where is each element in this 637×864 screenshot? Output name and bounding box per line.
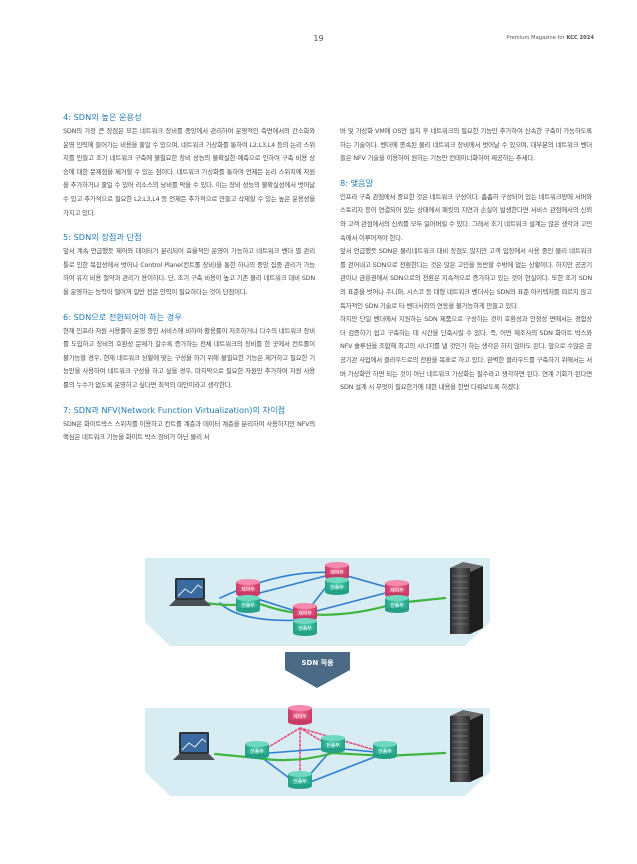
section-7-heading: 7: SDN과 NFV(Network Function Virtualizat…	[63, 404, 286, 415]
transport-label: 전송부	[241, 602, 255, 609]
magazine-prefix: Premium Magazine for	[506, 35, 567, 41]
transport-label: 전송부	[293, 778, 307, 785]
page-number: 19	[313, 34, 324, 43]
server-rack-icon	[450, 710, 483, 782]
transport-label: 전송부	[378, 748, 392, 755]
control-label: 제어부	[241, 586, 255, 593]
section-8-paragraph-1: 인프라 구축 관점에서 중요한 것은 네트워크 구성이다. 촘촘히 구성되어 있…	[340, 192, 592, 242]
control-label: 제어부	[330, 569, 344, 576]
section-7-text: SDN은 화이트박스 스위치를 이용하고 컨트롤 계층과 데이터 계층을 분리하…	[63, 419, 315, 442]
transport-node: 전송부	[236, 595, 260, 613]
server-rack-icon	[450, 562, 483, 634]
control-node: 제어부	[236, 579, 260, 597]
laptop-icon	[173, 732, 215, 760]
magazine-brand: KCC 2024	[566, 35, 594, 41]
transport-node: 전송부	[373, 741, 397, 759]
transport-label: 전송부	[330, 584, 344, 591]
section-5-heading: 5: SDN의 장점과 단점	[63, 232, 142, 243]
running-header: Premium Magazine for KCC 2024	[506, 35, 594, 41]
section-6-text: 현재 인프라 자원 사용률이 운영 중인 서비스에 비하여 활용률이 저조하거나…	[63, 326, 315, 389]
section-5-text: 앞서 계속 언급했듯 제어와 데이터가 분리되어 효율적인 운영이 가능하고 네…	[63, 247, 315, 296]
left-column: 4: SDN의 높은 운용성 SDN의 가장 큰 장점은 모든 네트워크 장비를…	[63, 112, 315, 445]
transport-node: 전송부	[321, 735, 345, 753]
control-label: 제어부	[298, 610, 312, 617]
sdn-arrow-label: SDN 적용	[301, 658, 334, 667]
control-label: 제어부	[390, 587, 404, 594]
transport-node: 전송부	[385, 595, 409, 613]
transport-node: 전송부	[245, 741, 269, 759]
transport-label: 전송부	[250, 748, 264, 755]
section-6-heading: 6: SDN으로 전환되어야 하는 경우	[63, 311, 182, 322]
bottom-panel	[145, 708, 490, 796]
sdn-arrow	[285, 652, 350, 688]
sdn-diagram: SDN 적용 제어부	[145, 548, 490, 843]
transport-label: 전송부	[298, 625, 312, 632]
transport-label: 전송부	[390, 602, 404, 609]
section-4-heading: 4: SDN의 높은 운용성	[63, 112, 142, 122]
transport-label: 전송부	[326, 742, 340, 749]
control-node: 제어부	[288, 705, 312, 725]
section-8-heading: 8: 맺음말	[340, 177, 374, 188]
section-8-paragraph-3: 하지만 단일 벤더에서 지원하는 SDN 제품으로 구성하는 것이 호환성과 안…	[340, 315, 592, 392]
right-column: 버 및 가상화 VM에 OS만 설치 후 네트워크의 필요한 기능만 추가하여 …	[340, 125, 592, 395]
sdn-diagram-svg: SDN 적용 제어부	[145, 558, 490, 796]
section-8-paragraph-2: 앞서 언급했듯 SDN은 물리네트워크 대비 장점도 많지만 고객 입장에서 사…	[340, 247, 592, 310]
laptop-icon	[169, 578, 211, 606]
top-panel	[145, 558, 490, 646]
section-4-text: SDN의 가장 큰 장점은 모든 네트워크 장비를 중앙에서 관리하여 운영적인…	[63, 127, 315, 217]
transport-node: 전송부	[288, 771, 312, 789]
transport-node: 전송부	[325, 577, 349, 595]
transport-node: 전송부	[293, 618, 317, 636]
section-7-continued: 버 및 가상화 VM에 OS만 설치 후 네트워크의 필요한 기능만 추가하여 …	[340, 127, 592, 163]
control-label: 제어부	[293, 713, 307, 720]
